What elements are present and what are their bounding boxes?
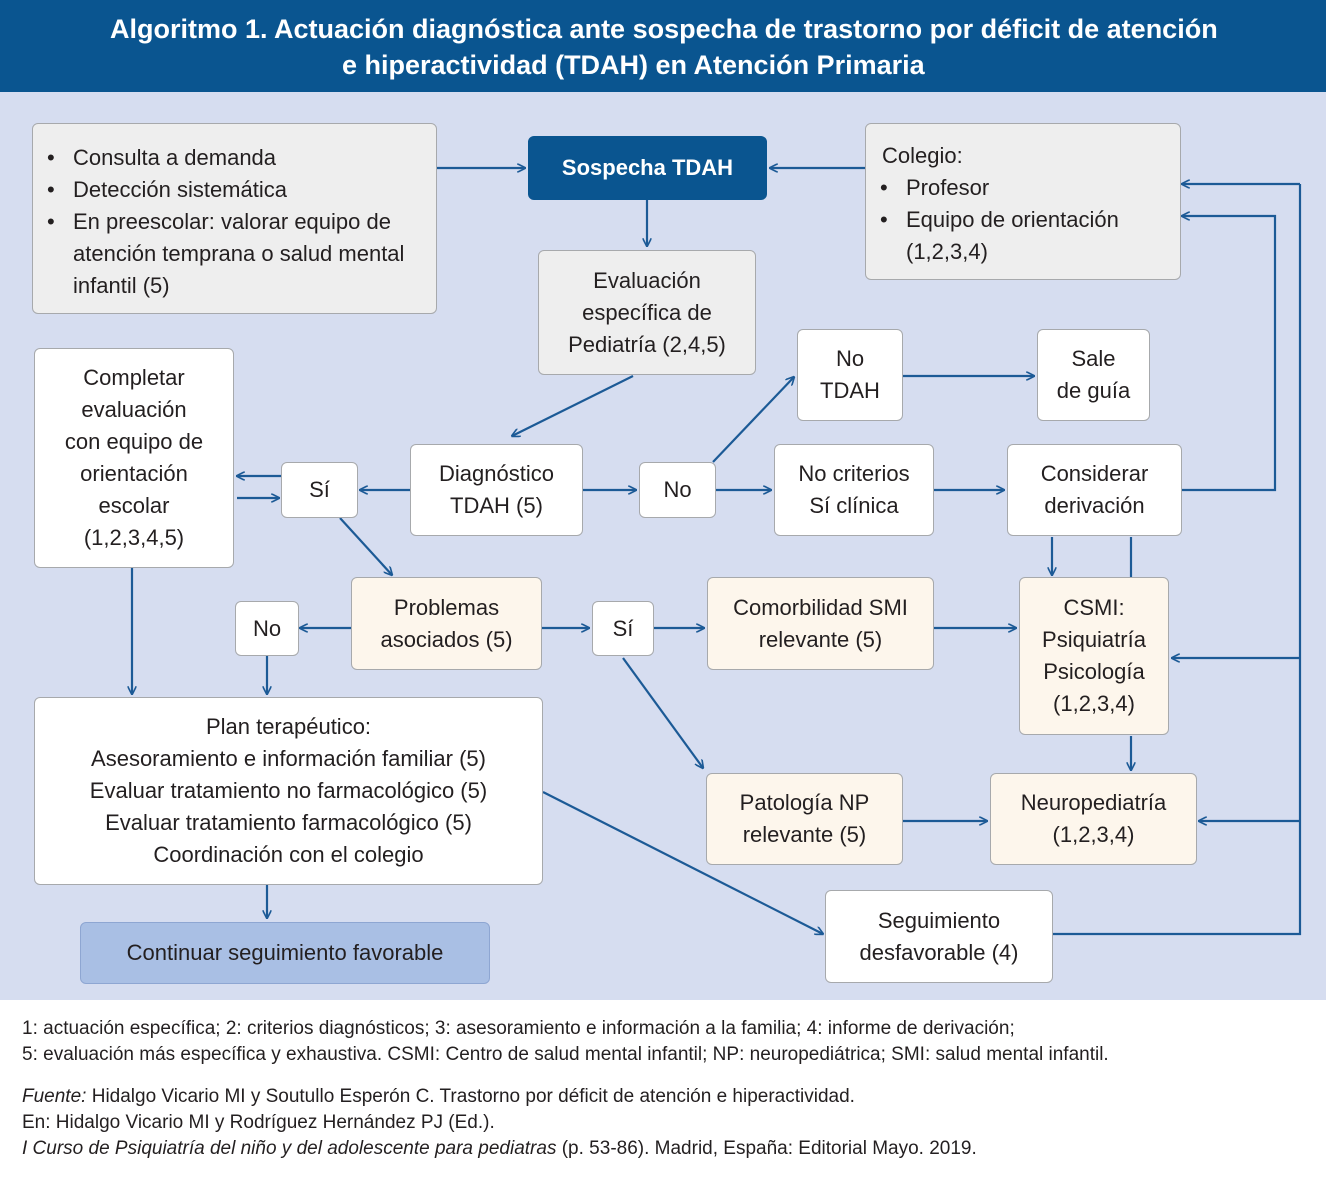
sale-guia-line-1: Sale xyxy=(1071,346,1116,371)
plan-line-3: Evaluar tratamiento no farmacológico (5) xyxy=(89,778,488,803)
arrow-si-problemas xyxy=(339,517,392,575)
arrow-si-patologia xyxy=(622,657,703,768)
source-label: Fuente: xyxy=(22,1086,87,1107)
neuropediatria-line-1: Neuropediatría xyxy=(1020,790,1167,815)
plan-line-2: Asesoramiento e información familiar (5) xyxy=(91,746,486,771)
completar-line-1: Completar xyxy=(83,365,185,390)
plan-line-4: Evaluar tratamiento farmacológico (5) xyxy=(105,810,472,835)
title-line-2: e hiperactividad (TDAH) en Atención Prim… xyxy=(342,50,925,80)
plan-line-1: Plan terapéutico: xyxy=(205,714,372,739)
csmi-line-3: Psicología xyxy=(1043,659,1145,684)
si-label-1: Sí xyxy=(309,477,330,502)
seguimiento-box: Seguimiento desfavorable (4) xyxy=(825,890,1053,983)
csmi-line-4: (1,2,3,4) xyxy=(1053,691,1135,716)
evaluacion-box: Evaluación específica de Pediatría (2,4,… xyxy=(538,250,756,375)
consulta-item-2: Detección sistemática xyxy=(33,174,426,206)
source-line-2: En: Hidalgo Vicario MI y Rodríguez Herná… xyxy=(22,1112,495,1133)
title-bar: Algoritmo 1. Actuación diagnóstica ante … xyxy=(0,0,1326,92)
diagnostico-line-2: TDAH (5) xyxy=(450,493,543,518)
sale-guia-box: Sale de guía xyxy=(1037,329,1150,421)
source-book-title: I Curso de Psiquiatría del niño y del ad… xyxy=(22,1138,557,1159)
si-box-1: Sí xyxy=(281,462,358,518)
no-tdah-box: No TDAH xyxy=(797,329,903,421)
colegio-heading: Colegio: xyxy=(882,143,963,168)
evaluacion-line-1: Evaluación xyxy=(593,267,701,293)
si-label-2: Sí xyxy=(612,615,634,641)
arrow-loop-colegio-1 xyxy=(1182,216,1277,492)
completar-box: Completar evaluación con equipo de orien… xyxy=(34,348,234,568)
no-tdah-line-2: TDAH xyxy=(820,378,880,403)
problemas-box: Problemas asociados (5) xyxy=(351,577,542,670)
title-line-1: Algoritmo 1. Actuación diagnóstica ante … xyxy=(110,14,1218,44)
footnote-line-2: 5: evaluación más específica y exhaustiv… xyxy=(22,1044,1109,1065)
problemas-line-1: Problemas xyxy=(393,594,500,620)
considerar-line-2: derivación xyxy=(1044,493,1145,518)
csmi-line-1: CSMI: xyxy=(1063,595,1125,620)
patologia-line-1: Patología NP xyxy=(739,790,870,815)
comorbilidad-line-2: relevante (5) xyxy=(758,626,883,652)
arrow-evaluacion-diagnostico xyxy=(512,375,634,436)
colegio-item-1: Profesor xyxy=(866,172,1168,204)
source-line-1: Fuente: Hidalgo Vicario MI y Soutullo Es… xyxy=(22,1086,855,1108)
source-text-1: Hidalgo Vicario MI y Soutullo Esperón C.… xyxy=(86,1086,855,1107)
plan-box: Plan terapéutico: Asesoramiento e inform… xyxy=(34,697,543,885)
comorbilidad-box: Comorbilidad SMI relevante (5) xyxy=(707,577,934,670)
continuar-label: Continuar seguimiento favorable xyxy=(126,940,444,965)
sale-guia-line-2: de guía xyxy=(1056,378,1131,403)
line-seguimiento-return xyxy=(1053,184,1302,936)
diagnostico-box: Diagnóstico TDAH (5) xyxy=(410,444,583,536)
completar-line-3: con equipo de xyxy=(64,429,204,454)
seguimiento-line-1: Seguimiento xyxy=(877,907,1001,933)
evaluacion-line-2: específica de xyxy=(582,299,712,325)
colegio-item-2: Equipo de orientación (1,2,3,4) xyxy=(866,204,1168,268)
source-line-3: I Curso de Psiquiatría del niño y del ad… xyxy=(22,1138,977,1160)
no-tdah-line-1: No xyxy=(835,346,865,371)
si-box-2: Sí xyxy=(592,601,654,656)
no-criterios-line-1: No criterios xyxy=(798,461,910,486)
no-box-2: No xyxy=(235,601,299,656)
consulta-item-3: En preescolar: valorar equipo de atenció… xyxy=(33,206,426,302)
sospecha-tdah-label: Sospecha TDAH xyxy=(561,155,734,180)
footnote-line-1: 1: actuación específica; 2: criterios di… xyxy=(22,1018,1015,1039)
comorbilidad-line-1: Comorbilidad SMI xyxy=(733,594,908,620)
consulta-box: Consulta a demanda Detección sistemática… xyxy=(32,123,437,314)
plan-line-5: Coordinación con el colegio xyxy=(153,842,424,867)
no-label-2: No xyxy=(252,615,282,641)
no-criterios-line-2: Sí clínica xyxy=(809,493,899,518)
neuropediatria-line-2: (1,2,3,4) xyxy=(1052,822,1135,847)
consulta-item-1: Consulta a demanda xyxy=(33,142,426,174)
completar-line-2: evaluación xyxy=(81,397,187,422)
neuropediatria-box: Neuropediatría (1,2,3,4) xyxy=(990,773,1197,865)
sospecha-tdah-box: Sospecha TDAH xyxy=(528,136,767,200)
completar-line-5: escolar xyxy=(98,493,170,518)
no-box-1: No xyxy=(639,462,716,518)
completar-line-6: (1,2,3,4,5) xyxy=(83,525,185,550)
diagnostico-line-1: Diagnóstico xyxy=(439,461,554,486)
csmi-line-2: Psiquiatría xyxy=(1042,627,1146,652)
considerar-box: Considerar derivación xyxy=(1007,444,1182,536)
seguimiento-line-2: desfavorable (4) xyxy=(859,939,1019,965)
no-label-1: No xyxy=(663,477,692,502)
csmi-box: CSMI: Psiquiatría Psicología (1,2,3,4) xyxy=(1019,577,1169,735)
problemas-line-2: asociados (5) xyxy=(380,626,513,652)
colegio-box: Colegio: Profesor Equipo de orientación … xyxy=(865,123,1181,280)
patologia-box: Patología NP relevante (5) xyxy=(706,773,903,865)
arrow-no-notdah xyxy=(712,377,794,463)
source-text-3: (p. 53-86). Madrid, España: Editorial Ma… xyxy=(556,1138,977,1159)
evaluacion-line-3: Pediatría (2,4,5) xyxy=(568,331,726,357)
continuar-box: Continuar seguimiento favorable xyxy=(80,922,490,984)
no-criterios-box: No criterios Sí clínica xyxy=(774,444,934,536)
arrow-plan-seguimiento xyxy=(542,791,823,934)
patologia-line-2: relevante (5) xyxy=(742,822,867,847)
considerar-line-1: Considerar xyxy=(1040,461,1149,486)
completar-line-4: orientación xyxy=(80,461,188,486)
